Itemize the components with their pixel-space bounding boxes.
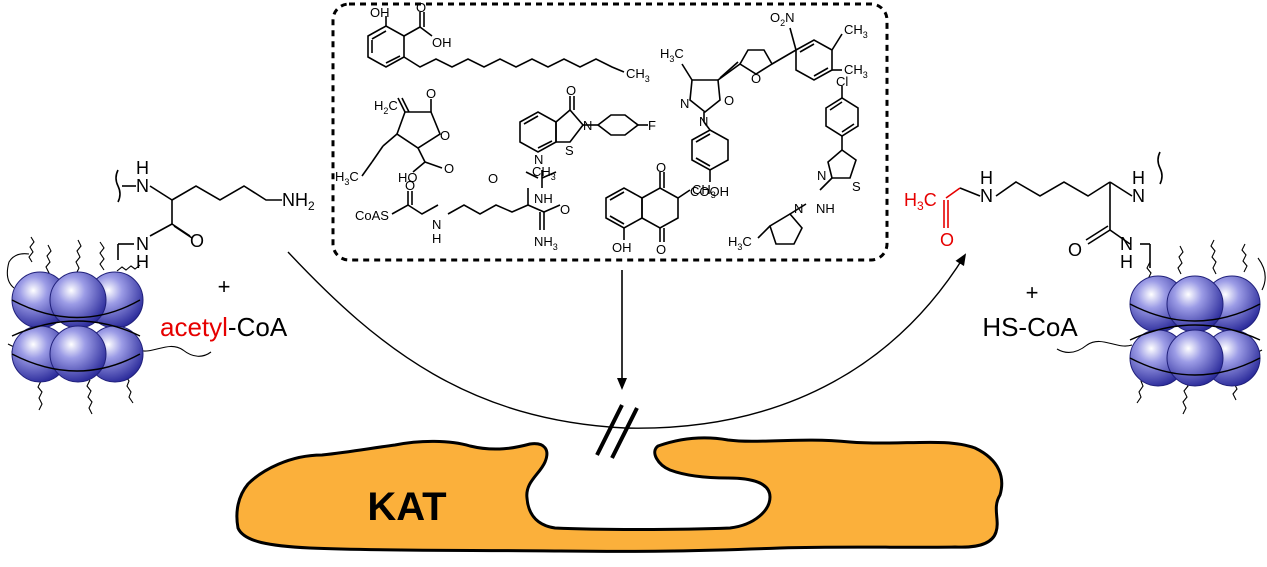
reaction-arrow — [287, 251, 967, 429]
lactone-o3: O — [444, 161, 454, 176]
left-plus: + — [218, 274, 231, 299]
right-nh-n: N — [980, 186, 993, 206]
right-h3c: H3C — [904, 190, 937, 213]
right-amide-n: N — [1120, 234, 1133, 254]
c646-o: O — [724, 93, 734, 108]
naphthoquinone-ch3: CH3 — [692, 182, 716, 200]
right-nucleosome — [1056, 239, 1266, 415]
inhibitor-box — [331, 2, 889, 262]
c646-ch3b: CH3 — [844, 62, 868, 80]
c646-structure — [681, 27, 843, 182]
lys-coa-nh: NH — [534, 191, 553, 206]
lys-coa-nh2: NH3 — [534, 234, 558, 252]
right-plus: + — [1026, 280, 1039, 305]
hs-coa-label: HS-CoA — [982, 312, 1078, 342]
anacardic-ch3: CH3 — [626, 66, 650, 84]
c646-h3c: H3C — [660, 46, 684, 64]
inhibitor-structures: OH O OH CH3 H2C O O HO O H3C — [335, 0, 868, 257]
lys-coa-structure — [391, 170, 561, 230]
left-nh-h: H — [136, 158, 149, 178]
left-lysine-structure — [115, 169, 282, 260]
left-o: O — [190, 231, 204, 251]
thiazole-n: N — [817, 168, 826, 183]
lactone-structure — [361, 97, 443, 177]
naphthoquinone-oh: OH — [612, 240, 632, 255]
acetyl-coa-label: acetyl-CoA — [160, 312, 288, 342]
right-nh2-h: H — [1132, 168, 1145, 188]
c646-cooh: COOH — [690, 184, 729, 199]
isothiazolone-structure — [519, 96, 648, 153]
lactone-h2c: H2C — [374, 98, 398, 116]
thiazole-nh: NH — [816, 201, 835, 216]
naphthoquinone-o1: O — [656, 160, 666, 175]
lactone-o1: O — [426, 86, 436, 101]
left-nh2: NH2 — [282, 190, 315, 213]
isothiazolone-o: O — [566, 83, 576, 98]
lys-coa-o2: O — [488, 171, 498, 186]
kat-enzyme-shape — [235, 436, 1004, 553]
lys-coa-o3: O — [560, 202, 570, 217]
right-nh2-n: N — [1132, 186, 1145, 206]
left-amide-h: H — [136, 252, 149, 272]
naphthoquinone-structure — [605, 172, 691, 242]
lys-coa-ch3: CH3 — [532, 164, 556, 182]
c646-n1: N — [680, 96, 689, 111]
lys-coa-coas: CoAS — [355, 208, 389, 223]
lys-coa-o1: O — [405, 178, 415, 193]
thiazole-s: S — [852, 179, 861, 194]
left-amide-n: N — [136, 234, 149, 254]
lys-coa-n: N — [432, 217, 441, 232]
right-o: O — [1068, 240, 1082, 260]
lys-coa-h: H — [432, 231, 441, 246]
right-acetyllysine-structure — [943, 151, 1163, 268]
left-nucleosome — [6, 236, 212, 415]
kat-label: KAT — [367, 485, 446, 529]
acetyl-word: acetyl — [160, 312, 228, 342]
isothiazolone-s: S — [565, 143, 574, 158]
thiazole-n1: N — [794, 201, 803, 216]
block-mark — [595, 404, 639, 459]
isothiazolone-n: N — [583, 118, 592, 133]
isothiazolone-f: F — [648, 118, 656, 133]
c646-no2: O2N — [770, 10, 795, 28]
right-o-red: O — [940, 230, 954, 250]
lactone-h3c: H3C — [335, 169, 359, 187]
anacardic-cooh-o: O — [416, 0, 426, 15]
lactone-ho: HO — [398, 170, 418, 185]
naphthoquinone-o2: O — [656, 242, 666, 257]
right-nh-h: H — [980, 168, 993, 188]
coa-word: -CoA — [228, 312, 288, 342]
thiazole-h3c: H3C — [728, 234, 752, 252]
left-nh-n: N — [136, 176, 149, 196]
anacardic-oh: OH — [370, 5, 390, 20]
isothiazolone-n2: N — [534, 152, 543, 167]
anacardic-acid-structure — [367, 12, 625, 73]
c646-ch3a: CH3 — [844, 22, 868, 40]
right-amide-h: H — [1120, 252, 1133, 272]
c646-furan-o: O — [751, 71, 761, 86]
lactone-o2: O — [440, 128, 450, 143]
thiazole-cl: Cl — [836, 74, 848, 89]
c646-n2: N — [699, 114, 708, 129]
thiazole-structure — [757, 86, 859, 245]
anacardic-cooh-oh: OH — [432, 35, 452, 50]
